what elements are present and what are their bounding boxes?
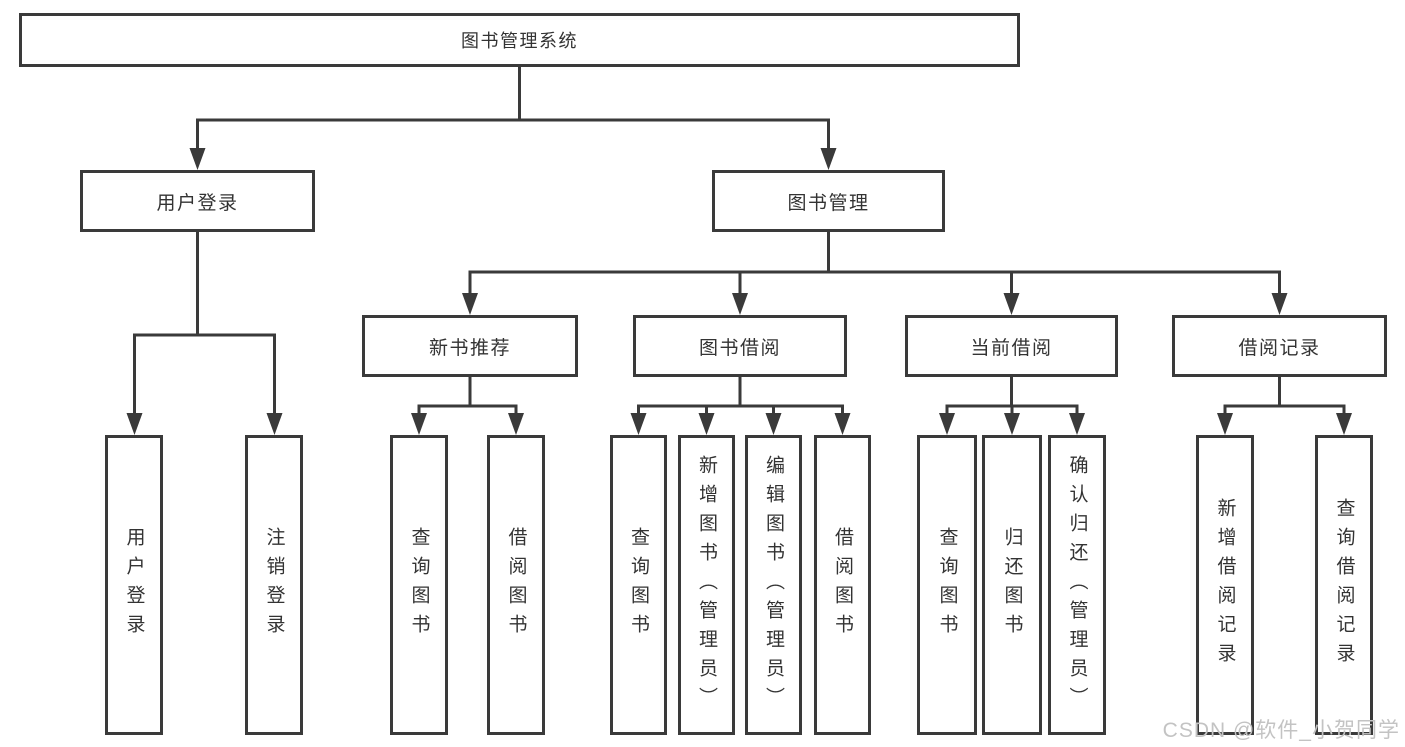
node-new-book-recommend: 新书推荐 [362,315,578,377]
leaf-label: 新增图书（管理员） [696,454,717,716]
leaf-label: 确认归还（管理员） [1066,454,1088,716]
leaf-label: 注销登录 [263,527,285,643]
leaf-label: 借阅图书 [505,527,527,643]
leaf-query-books-current: 查询图书 [917,435,977,735]
leaf-add-book-admin: 新增图书（管理员） [678,435,735,735]
leaf-logout: 注销登录 [245,435,303,735]
leaf-query-books-recommend: 查询图书 [390,435,448,735]
leaf-label: 查询图书 [936,527,958,643]
node-root: 图书管理系统 [19,13,1020,67]
leaf-user-login: 用户登录 [105,435,163,735]
leaf-label: 新增借阅记录 [1214,498,1236,672]
node-borrow-records: 借阅记录 [1172,315,1387,377]
leaf-return-book: 归还图书 [982,435,1042,735]
leaf-borrow-books-2: 借阅图书 [814,435,871,735]
leaf-label: 查询借阅记录 [1333,498,1355,672]
node-current-borrow: 当前借阅 [905,315,1118,377]
node-book-borrow: 图书借阅 [633,315,847,377]
leaf-query-borrow-record: 查询借阅记录 [1315,435,1373,735]
node-book-management: 图书管理 [712,170,945,232]
leaf-label: 归还图书 [1001,527,1023,643]
leaf-confirm-return-admin: 确认归还（管理员） [1048,435,1106,735]
leaf-borrow-books-recommend: 借阅图书 [487,435,545,735]
leaf-label: 编辑图书（管理员） [763,454,784,716]
leaf-query-books-borrow: 查询图书 [610,435,667,735]
node-user-login: 用户登录 [80,170,315,232]
leaf-edit-book-admin: 编辑图书（管理员） [745,435,802,735]
leaf-label: 借阅图书 [832,527,853,643]
leaf-label: 查询图书 [408,527,430,643]
leaf-label: 用户登录 [123,527,145,643]
leaf-add-borrow-record: 新增借阅记录 [1196,435,1254,735]
leaf-label: 查询图书 [628,527,649,643]
watermark-text: CSDN @软件_小贺同学 [1162,719,1400,742]
